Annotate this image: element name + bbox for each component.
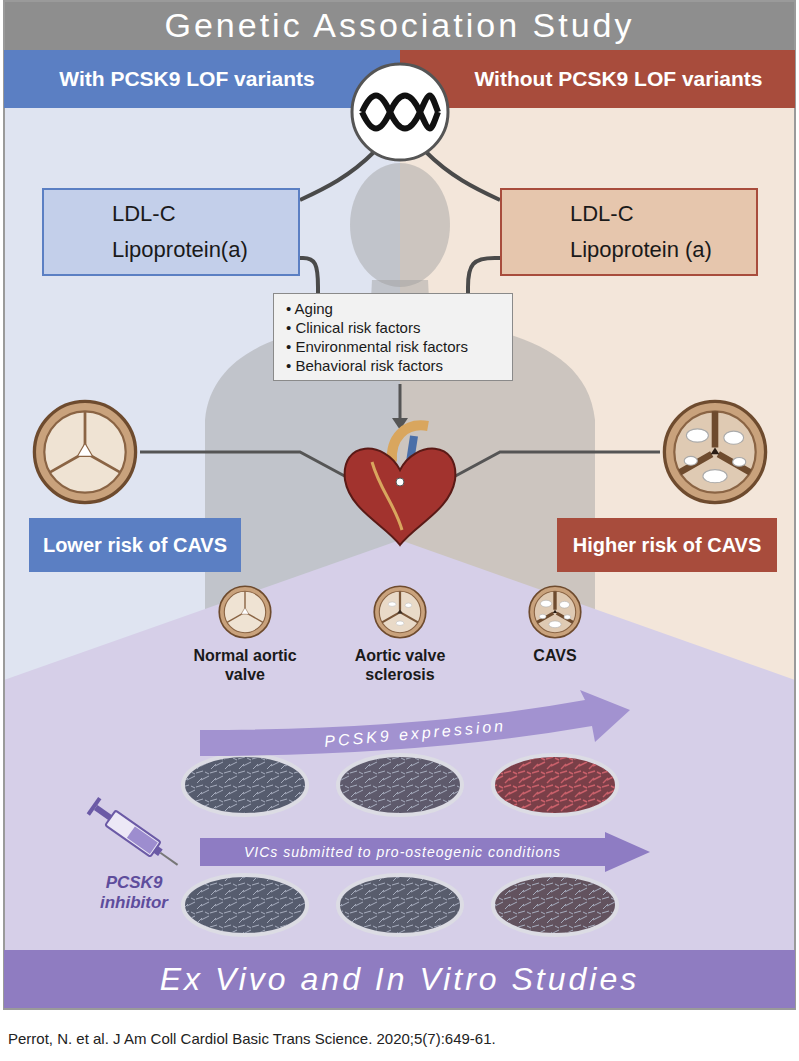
outcome-box: Lower risk of CAVS bbox=[29, 518, 241, 572]
arrow-shape-path bbox=[200, 690, 630, 756]
heart-dot bbox=[396, 478, 404, 486]
valve-leader bbox=[140, 452, 352, 480]
heart-artery bbox=[372, 462, 402, 530]
cell-texture bbox=[185, 877, 305, 933]
node-text: Lower risk of CAVS bbox=[43, 518, 227, 572]
petri-dish bbox=[493, 755, 617, 815]
caption-text: Perrot, N. et al. J Am Coll Cardiol Basi… bbox=[8, 1030, 496, 1047]
node-text: VICs submitted to pro-osteogenic conditi… bbox=[244, 844, 561, 860]
lipid-box: LDL-CLipoprotein (a) bbox=[500, 188, 758, 276]
group-band: With PCSK9 LOF variants bbox=[4, 50, 400, 108]
person-head bbox=[350, 163, 450, 287]
node-text: Without PCSK9 LOF variants bbox=[452, 50, 785, 108]
cell-texture bbox=[495, 877, 615, 933]
node-text: LDL-C bbox=[112, 196, 284, 232]
valve-stage-label: Aortic valve sclerosis bbox=[335, 646, 465, 684]
syringe bbox=[87, 797, 184, 873]
petri-dish bbox=[183, 755, 307, 815]
page-ground bbox=[0, 0, 799, 1010]
connector bbox=[468, 258, 500, 293]
dna-circle bbox=[352, 64, 448, 160]
node-text: • Environmental risk factors bbox=[286, 337, 500, 356]
treatment-arrow: VICs submitted to pro-osteogenic conditi… bbox=[200, 832, 650, 872]
person-body bbox=[205, 280, 595, 690]
node-text: Ex Vivo and In Vitro Studies bbox=[4, 950, 795, 1008]
expression-arrow: PCSK9 expression bbox=[200, 690, 630, 760]
dna-strand bbox=[362, 96, 438, 129]
syringe-barrel bbox=[105, 810, 160, 856]
outcome-box: Higher risk of CAVS bbox=[557, 518, 777, 572]
petri-dish bbox=[338, 875, 462, 935]
petri-dish bbox=[338, 755, 462, 815]
node-text: • Behavioral risk factors bbox=[286, 356, 500, 375]
aortic-valve-sclerosis bbox=[374, 586, 426, 638]
cell-texture bbox=[495, 757, 615, 813]
frame bbox=[4, 1, 795, 1009]
valve-stage-label: CAVS bbox=[490, 646, 620, 665]
cell-texture bbox=[340, 877, 460, 933]
node-text: • Clinical risk factors bbox=[286, 318, 500, 337]
cell-texture bbox=[340, 757, 460, 813]
node-text: LDL-C bbox=[570, 196, 742, 232]
dna-strand bbox=[362, 96, 438, 129]
cell-texture bbox=[185, 757, 305, 813]
node-text: Lipoprotein (a) bbox=[570, 232, 742, 268]
node-text: • Aging bbox=[286, 299, 500, 318]
title-banner bbox=[4, 0, 795, 50]
node-text: With PCSK9 LOF variants bbox=[26, 50, 348, 108]
syringe-needle bbox=[160, 853, 177, 865]
valve-stage-label: Normal aortic valve bbox=[180, 646, 310, 684]
study-band: Ex Vivo and In Vitro Studies bbox=[4, 950, 795, 1008]
aortic-valve-normal bbox=[219, 586, 271, 638]
node-text: Lipoprotein(a) bbox=[112, 232, 284, 268]
valve-leader bbox=[448, 452, 660, 480]
node-text: Higher risk of CAVS bbox=[571, 518, 763, 572]
lab-region bbox=[4, 540, 795, 950]
connector bbox=[300, 258, 318, 293]
syringe-liquid bbox=[127, 826, 158, 854]
dna-branch bbox=[426, 152, 500, 200]
dna-branch bbox=[300, 152, 374, 200]
aortic-valve-calcified bbox=[529, 586, 581, 638]
lipid-box: LDL-CLipoprotein(a) bbox=[42, 188, 300, 276]
aortic-valve-normal bbox=[34, 401, 135, 502]
risk-factor-box: • Aging• Clinical risk factors• Environm… bbox=[273, 293, 513, 381]
arrow-line bbox=[399, 384, 402, 420]
group-band: Without PCSK9 LOF variants bbox=[400, 50, 795, 108]
heart bbox=[345, 449, 456, 545]
petri-dish bbox=[493, 875, 617, 935]
title-text: Genetic Association Study bbox=[4, 0, 795, 50]
aortic-valve-calcified bbox=[664, 401, 765, 502]
petri-dish bbox=[183, 875, 307, 935]
arrow-shape-path bbox=[200, 832, 650, 872]
inhibitor-label: PCSK9 inhibitor bbox=[87, 873, 182, 913]
